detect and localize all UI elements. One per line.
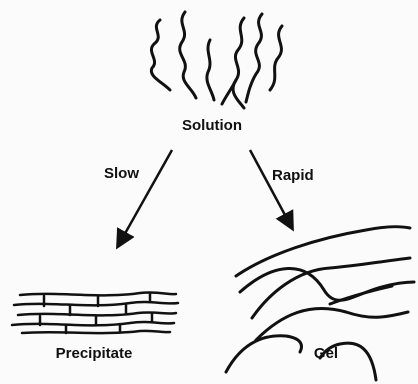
precipitate-crystal xyxy=(12,292,178,333)
solution-chain-1 xyxy=(151,20,170,90)
solution-chain-5 xyxy=(246,14,262,102)
solution-chain-6 xyxy=(270,26,282,90)
solution-chain-7 xyxy=(233,80,244,108)
gel-label: Gel xyxy=(314,345,338,362)
rapid-label: Rapid xyxy=(272,167,314,184)
slow-label: Slow xyxy=(104,165,139,182)
solution-label: Solution xyxy=(182,117,242,134)
solution-chain-2 xyxy=(180,12,196,98)
rapid-arrow xyxy=(250,150,292,228)
solution-chains xyxy=(151,12,282,108)
precipitate-label: Precipitate xyxy=(56,345,133,362)
solution-chain-3 xyxy=(207,40,214,100)
